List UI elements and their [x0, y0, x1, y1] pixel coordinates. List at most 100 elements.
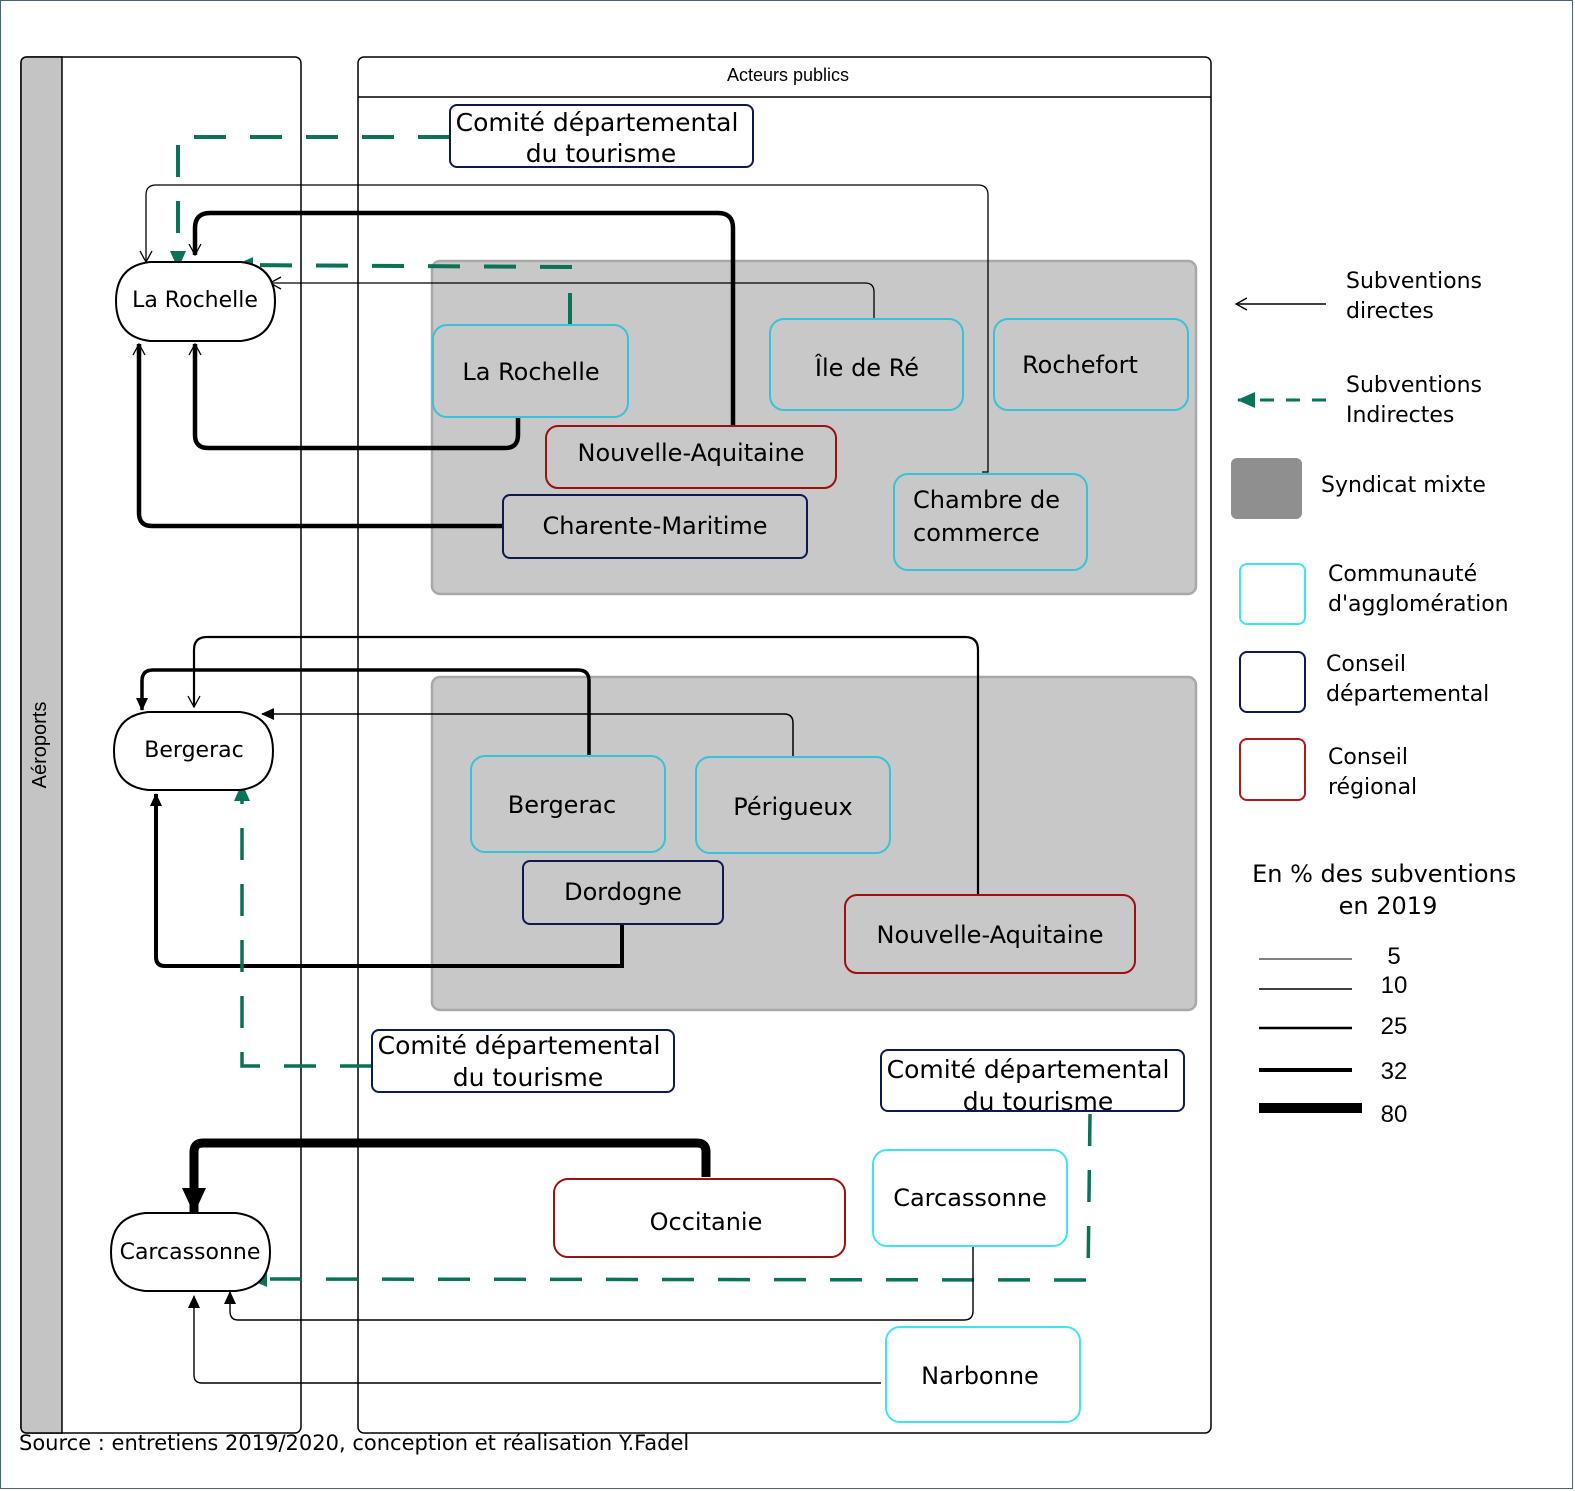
legend-agglo-swatch: [1239, 563, 1306, 625]
actor-rochefort[interactable]: Rochefort: [993, 318, 1189, 411]
legend-direct-line-1: Subventions: [1346, 269, 1482, 294]
actor-carcassonne-agglo[interactable]: Carcassonne: [872, 1149, 1068, 1247]
legend-departemental: Conseil départemental: [1239, 651, 1489, 713]
flow-dordogne: [150, 793, 624, 968]
legend-scale: En % des subventions en 2019 5 10 25 32 …: [1252, 860, 1524, 1128]
legend-departemental-line-2: départemental: [1326, 682, 1489, 707]
legend-regional: Conseil régional: [1239, 738, 1417, 801]
flow-la-rochelle-agglo-indirect: [235, 257, 572, 325]
flow-chambre-commerce: [139, 184, 989, 473]
actor-carcassonne-agglo-label: Carcassonne: [893, 1184, 1047, 1212]
legend-scale-value-80: 80: [1381, 1101, 1408, 1128]
legend-scale-value-10: 10: [1381, 972, 1408, 999]
svg-text:Comité départemental du: Comité départemental du tourisme: [887, 1055, 1178, 1116]
actor-nouvelle-aquitaine-2[interactable]: Nouvelle-Aquitaine: [844, 894, 1136, 974]
cdt1-line-1: Comité départemental: [456, 108, 739, 137]
legend-scale-value-32: 32: [1381, 1058, 1408, 1085]
legend-agglo-line-2: d'agglomération: [1328, 592, 1509, 617]
airport-la-rochelle-label: La Rochelle: [132, 288, 258, 313]
flow-charente-maritime: [132, 342, 503, 529]
flow-ile-de-re: [268, 276, 875, 318]
legend-indirect: Subventions Indirectes: [1237, 373, 1489, 428]
cdt2-line-2: du tourisme: [453, 1063, 604, 1092]
svg-text:Subventions directes: Subventions directes: [1346, 269, 1489, 324]
legend-syndicat-swatch: [1231, 458, 1302, 519]
source-note: Source : entretiens 2019/2020, conceptio…: [19, 1431, 689, 1455]
svg-text:En % des subventions e: En % des subventions en 2019: [1252, 860, 1524, 920]
svg-text:Conseil départemental: Conseil départemental: [1326, 652, 1489, 707]
legend-regional-line-1: Conseil: [1328, 745, 1408, 770]
svg-text:Communauté d'aggloméra: Communauté d'agglomération: [1328, 562, 1509, 617]
airport-bergerac-label: Bergerac: [144, 738, 243, 763]
legend-direct: Subventions directes: [1234, 269, 1489, 324]
svg-text:Subventions Indirectes: Subventions Indirectes: [1346, 373, 1489, 428]
legend-indirect-line-1: Subventions: [1346, 373, 1482, 398]
legend-regional-swatch: [1239, 738, 1306, 801]
legend-scale-value-5: 5: [1387, 943, 1400, 970]
svg-text:Chambre de commerce: Chambre de commerce: [913, 486, 1068, 547]
legend-scale-title-1: En % des subventions: [1252, 860, 1516, 888]
actor-cdt-aude[interactable]: Comité départemental du tourisme: [880, 1049, 1185, 1116]
flow-perigueux: [261, 708, 794, 757]
actor-nouvelle-aquitaine-2-label: Nouvelle-Aquitaine: [877, 921, 1104, 949]
legend-departemental-line-1: Conseil: [1326, 652, 1406, 677]
actor-perigueux-label: Périgueux: [733, 793, 853, 821]
legend-scale-value-25: 25: [1381, 1013, 1408, 1040]
legend-agglo: Communauté d'agglomération: [1239, 562, 1509, 625]
flow-nouvelle-aquitaine-1: [188, 210, 736, 425]
flow-cdt2-indirect: [234, 783, 372, 1068]
airports-lane-label: Aéroports: [29, 702, 51, 789]
svg-text:Conseil régional: Conseil régional: [1328, 745, 1417, 800]
actor-charente-maritime[interactable]: Charente-Maritime: [502, 494, 808, 559]
public-actors-lane-label: Acteurs publics: [727, 65, 849, 85]
actor-occitanie-label: Occitanie: [650, 1208, 763, 1236]
actor-ile-de-re[interactable]: Île de Ré: [769, 318, 964, 411]
legend-agglo-line-1: Communauté: [1328, 562, 1477, 587]
airport-la-rochelle[interactable]: La Rochelle: [114, 261, 277, 342]
legend-regional-line-2: régional: [1328, 775, 1417, 800]
actor-bergerac-agglo[interactable]: Bergerac: [470, 755, 666, 853]
actor-cdt-dordogne[interactable]: Comité départemental du tourisme: [371, 1029, 675, 1093]
flow-occitanie: [182, 1138, 711, 1214]
legend-indirect-line-2: Indirectes: [1346, 403, 1454, 428]
actor-nouvelle-aquitaine-1[interactable]: Nouvelle-Aquitaine: [545, 425, 837, 489]
airport-carcassonne-label: Carcassonne: [120, 1240, 261, 1265]
flow-cdt1-indirect: [170, 135, 450, 269]
cdt2-line-1: Comité départemental: [378, 1031, 661, 1060]
actor-narbonne-label: Narbonne: [921, 1362, 1039, 1390]
actor-bergerac-agglo-label: Bergerac: [508, 791, 616, 819]
legend-scale-title-2: en 2019: [1339, 892, 1438, 920]
actor-chambre-commerce[interactable]: Chambre de commerce: [893, 473, 1088, 571]
actor-cdt-charente-maritime[interactable]: Comité départemental du tourisme: [449, 104, 754, 168]
flow-la-rochelle-agglo: [188, 342, 521, 451]
legend: Subventions directes Subventions Indirec…: [1231, 269, 1524, 1128]
flow-narbonne: [188, 1295, 881, 1384]
cdt3-line-2: du tourisme: [963, 1087, 1114, 1116]
flow-bergerac-agglo: [136, 668, 591, 755]
svg-text:Comité départemental du: Comité départemental du tourisme: [378, 1031, 669, 1092]
airport-carcassonne[interactable]: Carcassonne: [109, 1212, 272, 1292]
svg-text:Comité départemental du: Comité départemental du tourisme: [456, 108, 747, 168]
cdt3-line-1: Comité départemental: [887, 1055, 1170, 1084]
airport-bergerac[interactable]: Bergerac: [112, 711, 275, 791]
flow-carcassonne-agglo: [224, 1247, 974, 1321]
legend-syndicat-label: Syndicat mixte: [1321, 473, 1486, 498]
actor-dordogne-label: Dordogne: [564, 878, 682, 906]
actor-nouvelle-aquitaine-1-label: Nouvelle-Aquitaine: [578, 439, 805, 467]
legend-departemental-swatch: [1239, 651, 1306, 713]
actor-perigueux[interactable]: Périgueux: [695, 756, 891, 854]
actor-la-rochelle-agglo[interactable]: La Rochelle: [432, 324, 629, 418]
actor-ile-de-re-label: Île de Ré: [814, 353, 919, 382]
actor-rochefort-label: Rochefort: [1022, 351, 1138, 379]
actor-dordogne[interactable]: Dordogne: [522, 860, 724, 925]
cdt1-line-2: du tourisme: [526, 139, 677, 168]
chambre-line-2: commerce: [913, 519, 1040, 547]
legend-syndicat: Syndicat mixte: [1231, 458, 1486, 519]
chambre-line-1: Chambre de: [913, 486, 1060, 514]
actor-occitanie[interactable]: Occitanie: [553, 1178, 846, 1258]
actor-narbonne[interactable]: Narbonne: [885, 1326, 1081, 1423]
actor-charente-maritime-label: Charente-Maritime: [543, 512, 768, 540]
actor-la-rochelle-agglo-label: La Rochelle: [462, 358, 599, 386]
